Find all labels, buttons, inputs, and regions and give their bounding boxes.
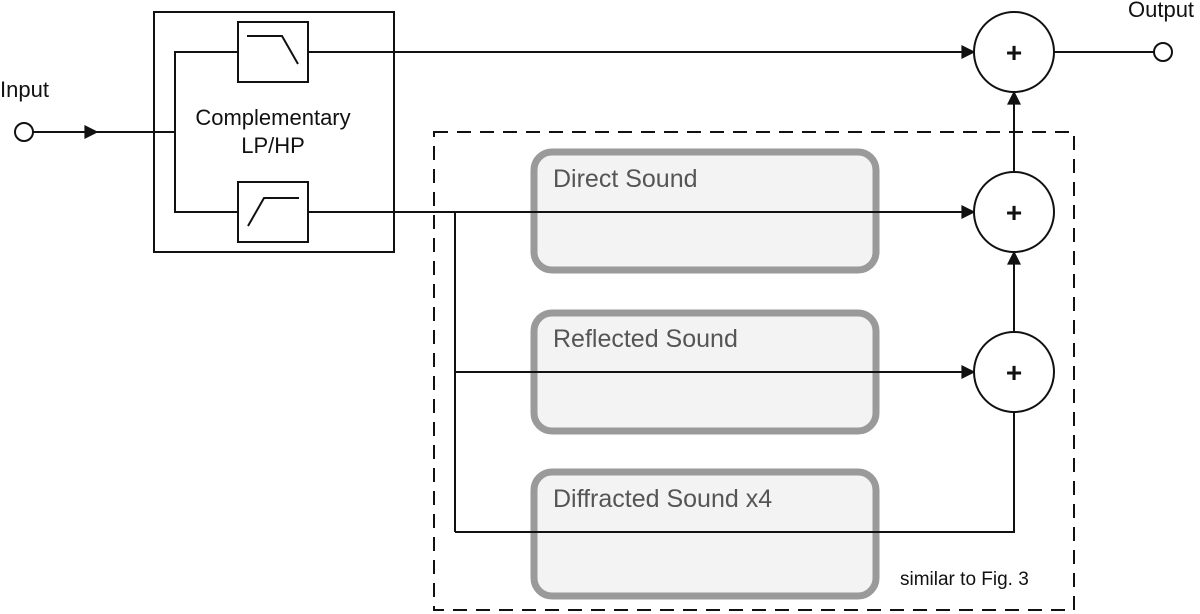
reflected-sound-label: Reflected Sound bbox=[553, 325, 738, 353]
diffracted-sound-block bbox=[530, 468, 880, 600]
output-label: Output bbox=[1128, 0, 1194, 22]
highpass-filter-block bbox=[237, 181, 309, 243]
output-terminal bbox=[1153, 42, 1173, 62]
fig3-note: similar to Fig. 3 bbox=[900, 569, 1029, 590]
summer-output-symbol: + bbox=[1006, 37, 1022, 68]
lowpass-icon bbox=[247, 35, 299, 65]
input-label: Input bbox=[0, 77, 49, 102]
lowpass-filter-block bbox=[237, 21, 309, 83]
summer-direct-symbol: + bbox=[1006, 197, 1022, 228]
input-terminal bbox=[14, 122, 34, 142]
summer-reflected-symbol: + bbox=[1006, 357, 1022, 388]
highpass-icon bbox=[247, 197, 299, 227]
filter-label-line1: Complementary bbox=[195, 105, 350, 130]
fig3-region bbox=[433, 131, 1075, 611]
filter-label-line2: LP/HP bbox=[241, 133, 305, 158]
direct-sound-label: Direct Sound bbox=[553, 165, 698, 193]
diffracted-path-wire bbox=[455, 412, 1015, 533]
diffracted-sound-label: Diffracted Sound x4 bbox=[553, 485, 772, 513]
